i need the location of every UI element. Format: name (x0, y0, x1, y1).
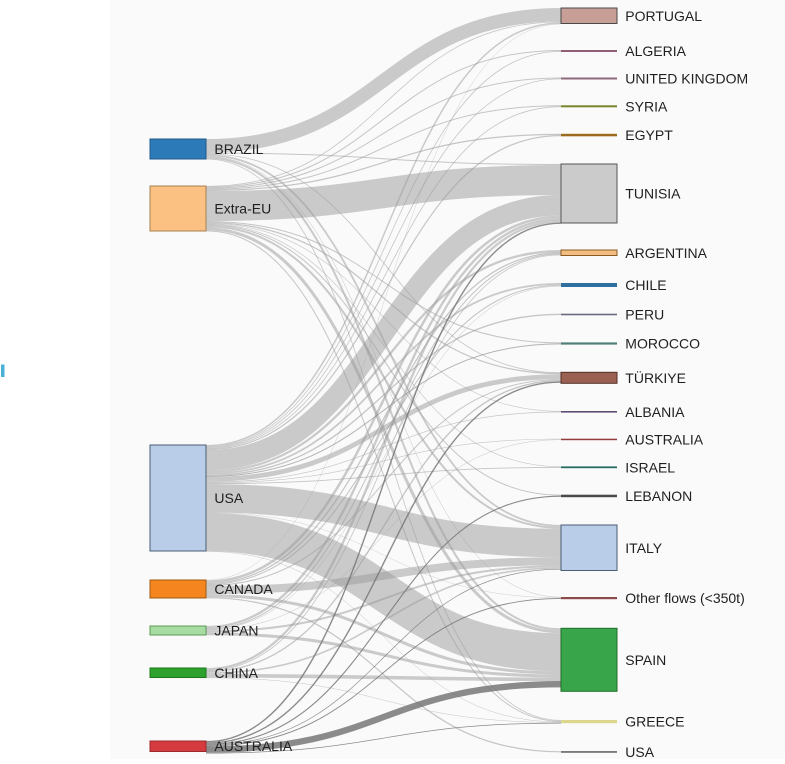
svg-text:CHINA: CHINA (214, 665, 258, 681)
svg-text:ITALY: ITALY (625, 540, 662, 556)
svg-text:TÜRKIYE: TÜRKIYE (625, 369, 686, 386)
svg-text:GREECE: GREECE (625, 714, 684, 730)
svg-text:USA: USA (214, 490, 243, 506)
svg-text:Extra-EU: Extra-EU (214, 201, 271, 217)
svg-text:CANADA: CANADA (214, 581, 273, 597)
svg-text:ALGERIA: ALGERIA (625, 43, 686, 59)
svg-text:MOROCCO: MOROCCO (625, 336, 700, 352)
svg-text:JAPAN: JAPAN (214, 623, 258, 639)
svg-text:ALBANIA: ALBANIA (625, 404, 685, 420)
svg-text:BRAZIL: BRAZIL (214, 141, 263, 157)
svg-text:PORTUGAL: PORTUGAL (625, 8, 702, 24)
svg-text:ISRAEL: ISRAEL (625, 459, 675, 475)
svg-text:AUSTRALIA: AUSTRALIA (214, 738, 292, 754)
svg-text:LEBANON: LEBANON (625, 488, 692, 504)
svg-text:EGYPT: EGYPT (625, 127, 673, 143)
svg-text:SPAIN: SPAIN (625, 652, 666, 668)
svg-text:TUNISIA: TUNISIA (625, 186, 681, 202)
svg-text:Other flows (<350t): Other flows (<350t) (625, 590, 744, 606)
svg-text:CHILE: CHILE (625, 277, 666, 293)
svg-text:USA: USA (625, 744, 654, 759)
svg-text:UNITED KINGDOM: UNITED KINGDOM (625, 71, 748, 87)
svg-text:PERU: PERU (625, 307, 664, 323)
svg-text:AUSTRALIA: AUSTRALIA (625, 431, 703, 447)
svg-text:ARGENTINA: ARGENTINA (625, 245, 707, 261)
svg-text:SYRIA: SYRIA (625, 98, 668, 114)
